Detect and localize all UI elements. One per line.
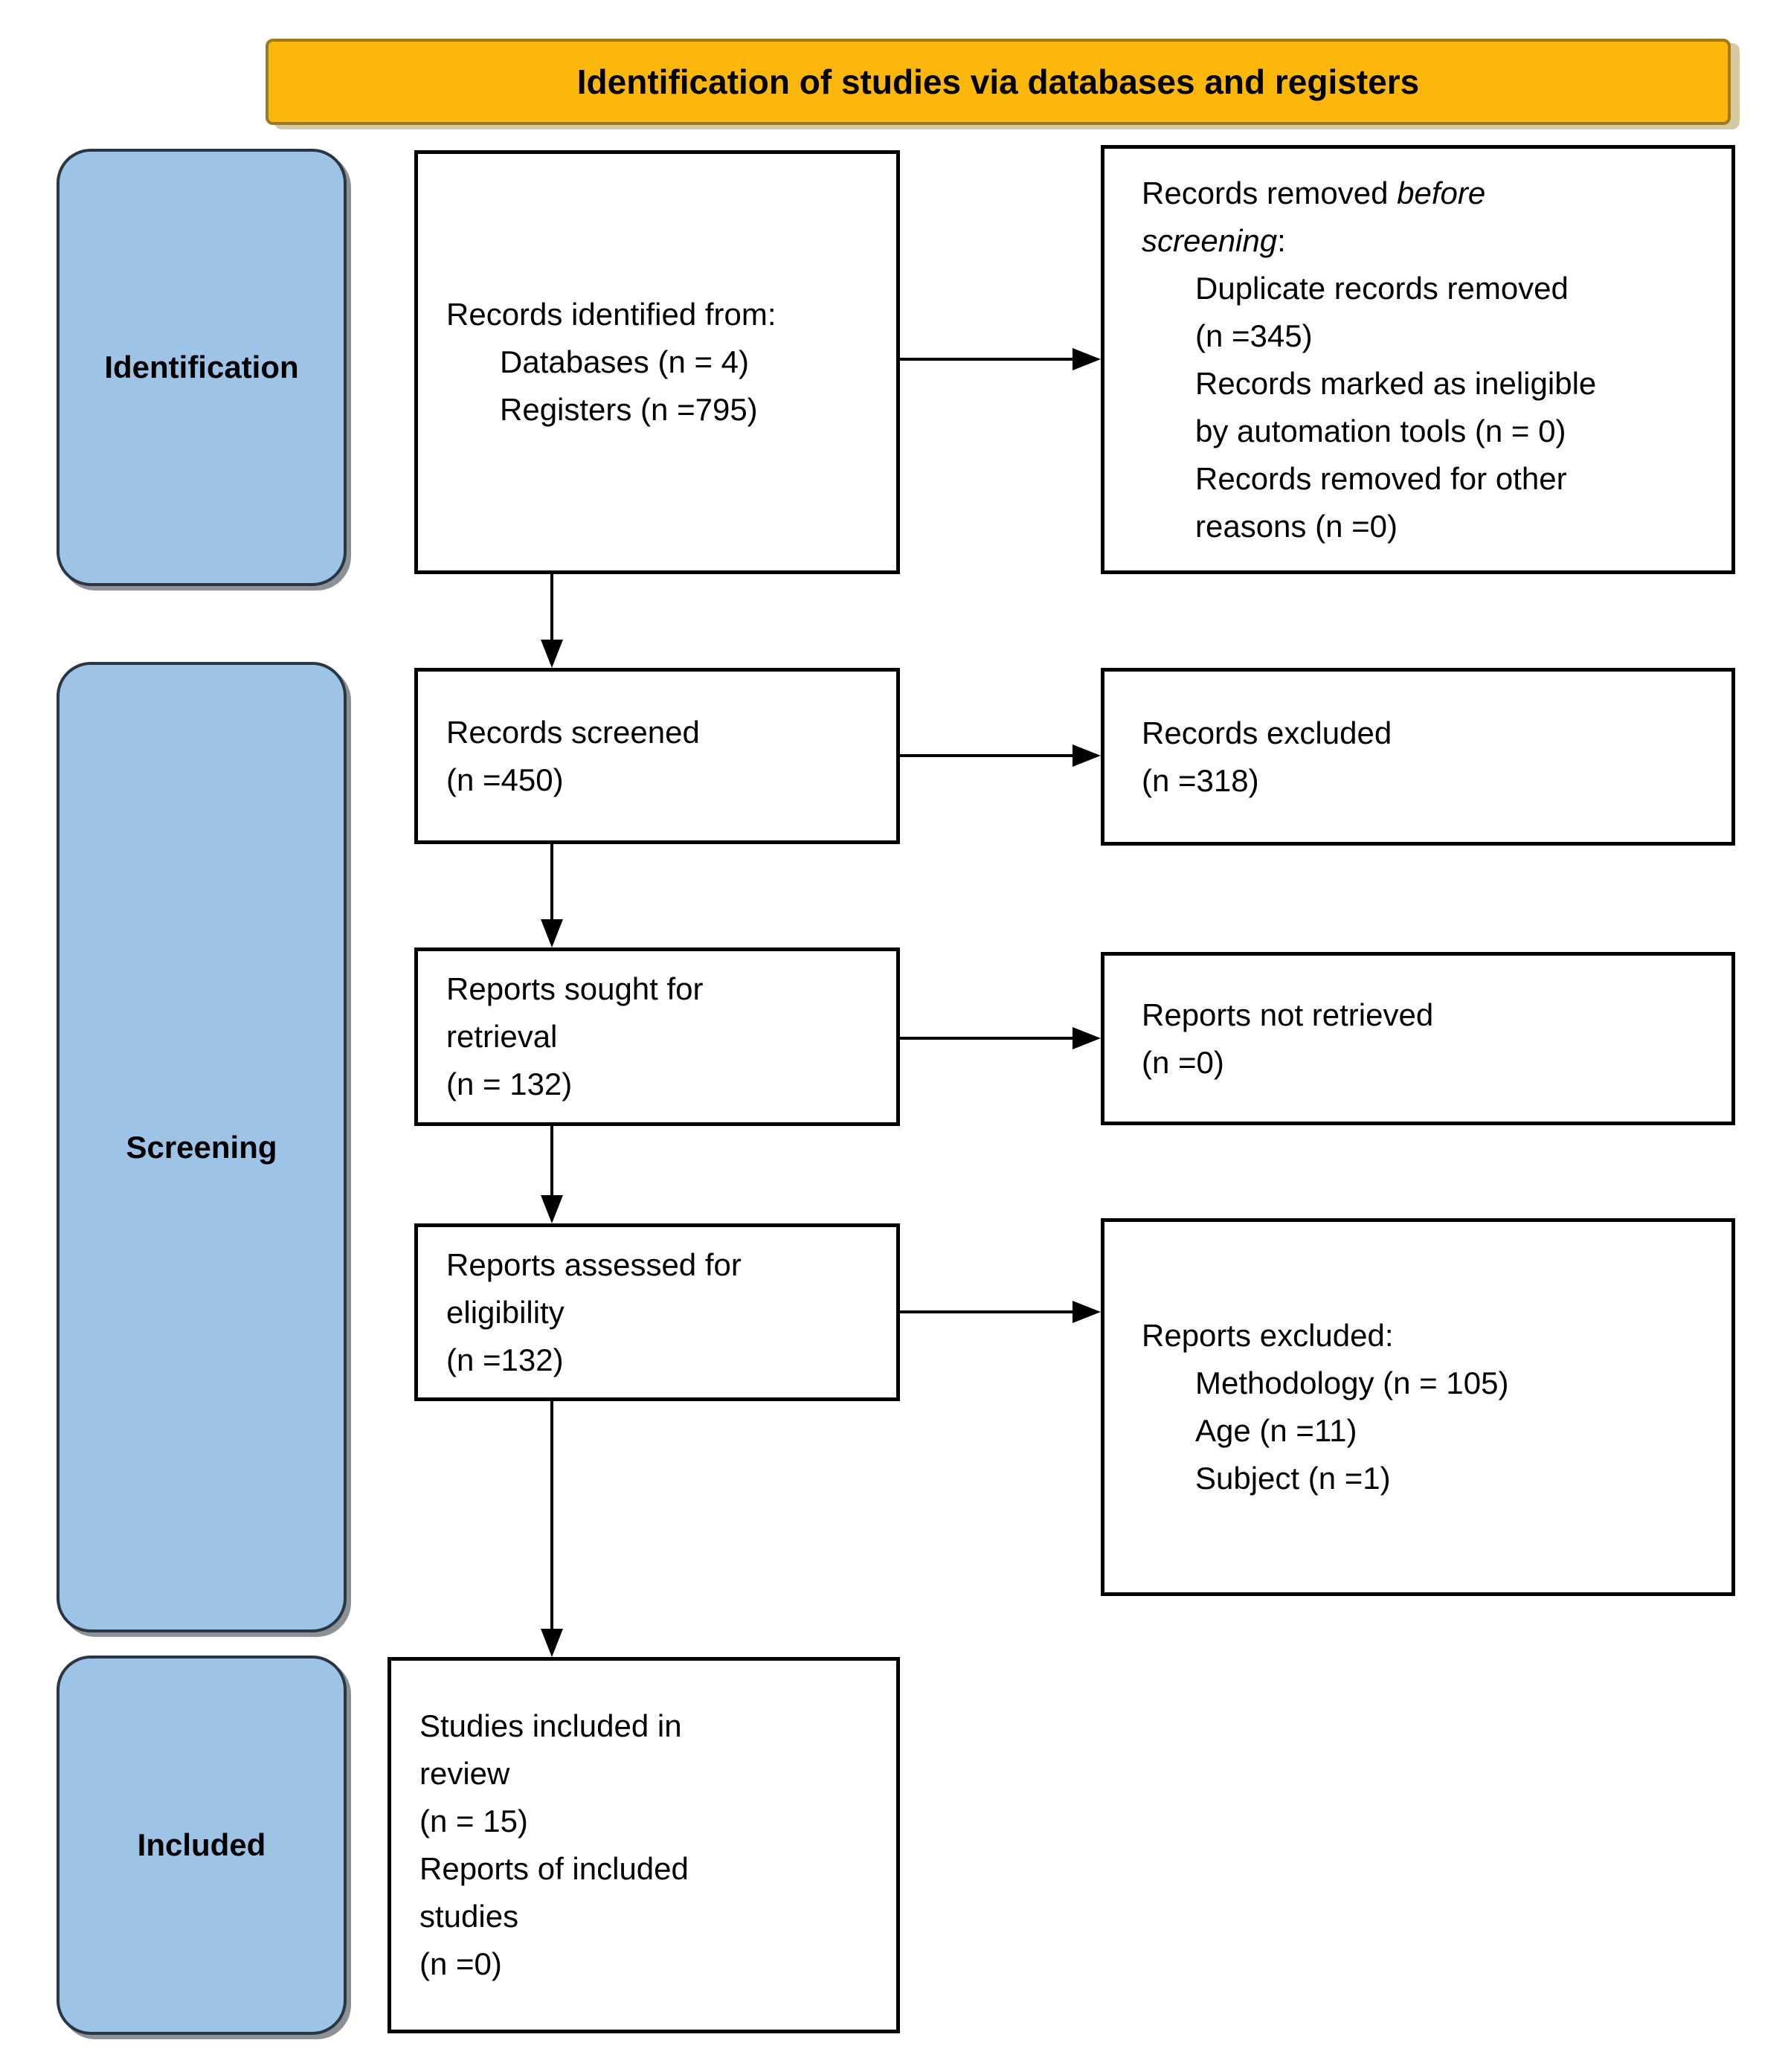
stage-screening: Screening	[57, 662, 347, 1632]
box-records-identified: Records identified from: Databases (n = …	[414, 150, 900, 574]
records-removed-line2-text: :	[1277, 222, 1286, 258]
arrow-down-icon	[541, 1195, 563, 1223]
studies-included-line1: Studies included in	[419, 1708, 682, 1743]
reports-excluded-line: Reports excluded:	[1142, 1318, 1394, 1353]
reports-assessed-line2: eligibility	[446, 1294, 565, 1330]
reports-sought-line2: retrieval	[446, 1019, 558, 1054]
connector-screened-to-excluded	[900, 754, 1074, 757]
ineligible-line1: Records marked as ineligible	[1195, 365, 1597, 401]
records-removed-line1: Records removed before	[1104, 170, 1731, 217]
reports-included-line2: studies	[419, 1899, 519, 1934]
arrow-right-icon	[1073, 348, 1101, 370]
stage-included-label: Included	[137, 1827, 266, 1862]
box-records-screened: Records screened (n =450)	[414, 668, 900, 844]
connector-identified-to-removed	[900, 358, 1074, 361]
records-excluded-line: Records excluded	[1142, 715, 1392, 750]
arrow-down-icon	[541, 919, 563, 947]
records-excluded-count: (n =318)	[1142, 762, 1259, 798]
records-screened-line: Records screened	[446, 714, 700, 750]
duplicates-removed-line: Duplicate records removed	[1195, 270, 1569, 306]
connector-assessed-to-reportsexcluded	[900, 1310, 1074, 1313]
reports-not-retrieved-count: (n =0)	[1142, 1044, 1224, 1080]
diagram-title-banner: Identification of studies via databases …	[266, 39, 1731, 125]
studies-included-line2: review	[419, 1756, 510, 1791]
reports-included-count: (n =0)	[419, 1946, 502, 1981]
box-reports-assessed: Reports assessed for eligibility (n =132…	[414, 1223, 900, 1401]
ineligible-line2: by automation tools (n = 0)	[1195, 413, 1566, 448]
reports-sought-line1: Reports sought for	[446, 971, 704, 1006]
box-reports-not-retrieved: Reports not retrieved (n =0)	[1101, 952, 1735, 1125]
records-identified-databases: Databases (n = 4)	[500, 344, 750, 379]
duplicates-removed-count: (n =345)	[1195, 318, 1313, 353]
other-reasons-line1: Records removed for other	[1195, 460, 1567, 496]
records-removed-line1-text: Records removed	[1142, 175, 1398, 210]
other-reasons-line2: reasons (n =0)	[1195, 508, 1398, 544]
connector-sought-to-notretrieved	[900, 1037, 1074, 1040]
reports-sought-count: (n = 132)	[446, 1066, 573, 1101]
reports-assessed-line1: Reports assessed for	[446, 1246, 742, 1282]
arrow-down-icon	[541, 640, 563, 668]
reports-included-line1: Reports of included	[419, 1851, 689, 1886]
reports-assessed-count: (n =132)	[446, 1342, 564, 1377]
excluded-age: Age (n =11)	[1195, 1413, 1357, 1448]
arrow-right-icon	[1073, 744, 1101, 767]
connector-assessed-to-included	[550, 1401, 553, 1630]
stage-identification-label: Identification	[104, 350, 299, 385]
records-removed-line1-italic: before	[1397, 175, 1486, 210]
studies-included-count: (n = 15)	[419, 1804, 528, 1838]
connector-identified-to-screened	[550, 574, 553, 641]
arrow-down-icon	[541, 1629, 563, 1657]
arrow-right-icon	[1073, 1301, 1101, 1323]
box-studies-included: Studies included in review (n = 15) Repo…	[387, 1657, 900, 2033]
box-reports-excluded: Reports excluded: Methodology (n = 105) …	[1101, 1218, 1735, 1596]
box-reports-sought: Reports sought for retrieval (n = 132)	[414, 947, 900, 1126]
excluded-methodology: Methodology (n = 105)	[1195, 1365, 1509, 1400]
box-records-excluded: Records excluded (n =318)	[1101, 668, 1735, 846]
excluded-subject: Subject (n =1)	[1195, 1461, 1391, 1496]
records-screened-count: (n =450)	[446, 762, 564, 797]
arrow-right-icon	[1073, 1027, 1101, 1049]
records-identified-registers: Registers (n =795)	[500, 392, 758, 427]
reports-not-retrieved-line: Reports not retrieved	[1142, 997, 1434, 1032]
records-removed-line2: screening:	[1104, 217, 1731, 265]
connector-sought-to-assessed	[550, 1126, 553, 1197]
records-removed-line2-italic: screening	[1142, 222, 1278, 258]
diagram-title: Identification of studies via databases …	[576, 62, 1420, 101]
stage-included: Included	[57, 1656, 347, 2035]
box-records-removed: Records removed before screening: Duplic…	[1101, 145, 1735, 574]
stage-identification: Identification	[57, 149, 347, 586]
stage-screening-label: Screening	[126, 1129, 277, 1165]
connector-screened-to-sought	[550, 844, 553, 921]
records-identified-line: Records identified from:	[446, 297, 776, 332]
